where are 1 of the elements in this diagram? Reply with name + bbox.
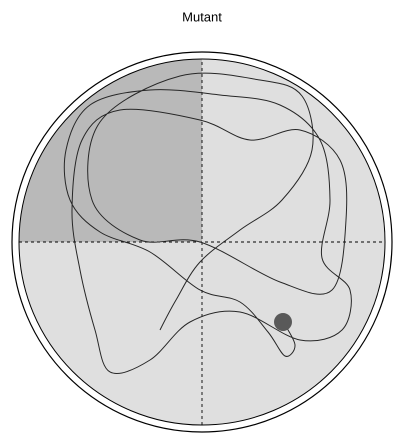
title: Mutant bbox=[183, 12, 222, 22]
